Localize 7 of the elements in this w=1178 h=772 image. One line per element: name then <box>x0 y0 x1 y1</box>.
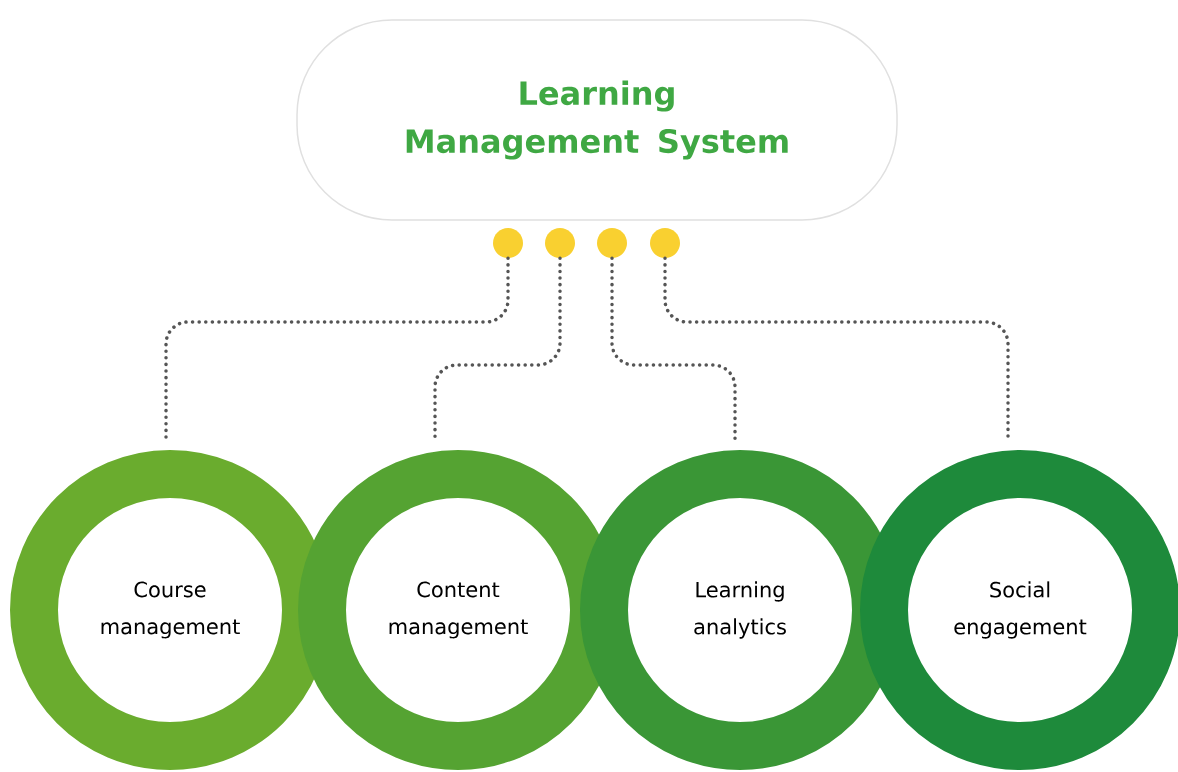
connector-dot <box>493 228 523 258</box>
dotted-connector <box>610 256 737 442</box>
dotted-connector <box>164 256 510 442</box>
rounded-box: Learning Management System <box>296 19 898 221</box>
connector-dot <box>545 228 575 258</box>
connector-dot <box>597 228 627 258</box>
connector-dot <box>650 228 680 258</box>
